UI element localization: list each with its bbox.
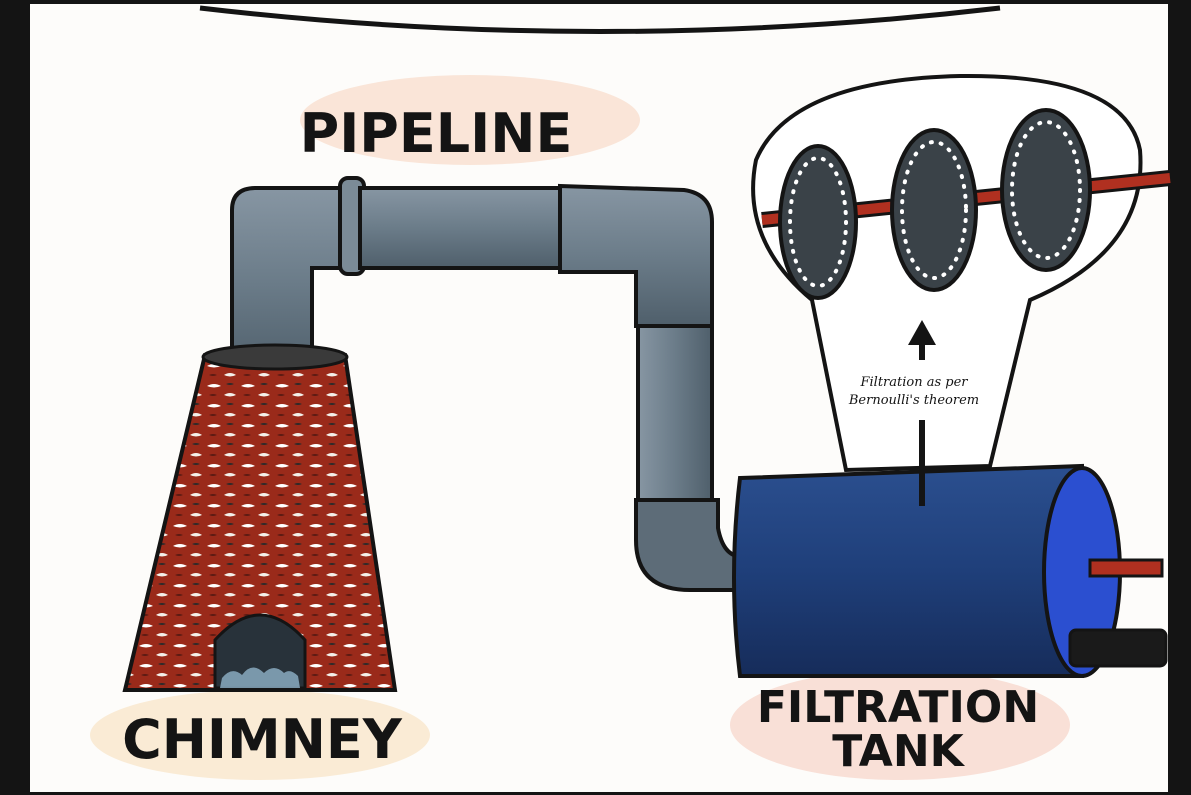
filter-disc xyxy=(780,146,856,298)
tank-body xyxy=(734,466,1082,676)
tank-label: TANK xyxy=(832,726,965,777)
tank-shaft-out xyxy=(1090,560,1162,576)
note-line-1: Filtration as per xyxy=(859,375,968,390)
chimney-top xyxy=(203,345,347,369)
pipeline-label: PIPELINE xyxy=(300,102,573,165)
pipe-vertical xyxy=(638,326,712,502)
filter-disc xyxy=(1002,110,1090,270)
note-line-2: Bernoulli's theorem xyxy=(848,393,979,408)
chimney-label: CHIMNEY xyxy=(122,708,403,771)
filtration-tank xyxy=(734,466,1166,676)
filter-disc xyxy=(892,130,976,290)
tank-outlet-pipe xyxy=(1070,630,1166,666)
pipe-horizontal xyxy=(360,188,560,268)
